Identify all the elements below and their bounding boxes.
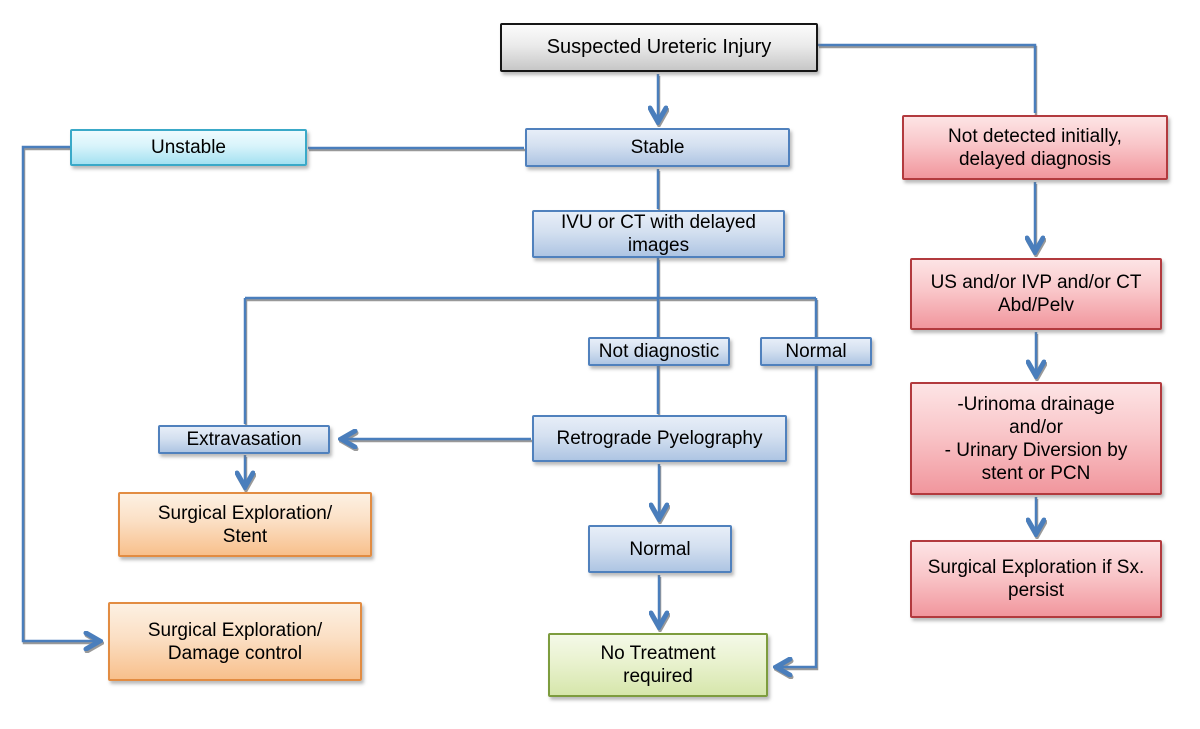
node-normal-lower: Normal xyxy=(588,525,732,573)
edge-normalbranch-notreatment-arrow xyxy=(777,298,818,667)
node-surgical-exploration-stent: Surgical Exploration/ Stent xyxy=(118,492,372,557)
edge-suspected-notdetected-line xyxy=(818,43,1037,113)
node-extravasation: Extravasation xyxy=(158,425,330,454)
node-urinoma-drainage-diversion: -Urinoma drainage and/or - Urinary Diver… xyxy=(910,382,1162,495)
node-not-diagnostic: Not diagnostic xyxy=(588,337,730,366)
node-no-treatment-required: No Treatment required xyxy=(548,633,768,697)
node-stable: Stable xyxy=(525,128,790,167)
node-surgical-exploration-if-sx-persist: Surgical Exploration if Sx. persist xyxy=(910,540,1162,618)
node-unstable: Unstable xyxy=(70,129,307,166)
node-surgical-exploration-damage-control: Surgical Exploration/ Damage control xyxy=(108,602,362,681)
node-retrograde-pyelography: Retrograde Pyelography xyxy=(532,415,787,462)
node-ivu-ct-delayed-images: IVU or CT with delayed images xyxy=(532,210,785,258)
node-normal-upper: Normal xyxy=(760,337,872,366)
node-suspected-ureteric-injury: Suspected Ureteric Injury xyxy=(500,23,818,72)
edge-unstable-damagecontrol-arrow xyxy=(21,145,99,641)
node-not-detected-delayed-diagnosis: Not detected initially, delayed diagnosi… xyxy=(902,115,1168,180)
node-us-ivp-ct-abd-pelv: US and/or IVP and/or CT Abd/Pelv xyxy=(910,258,1162,330)
